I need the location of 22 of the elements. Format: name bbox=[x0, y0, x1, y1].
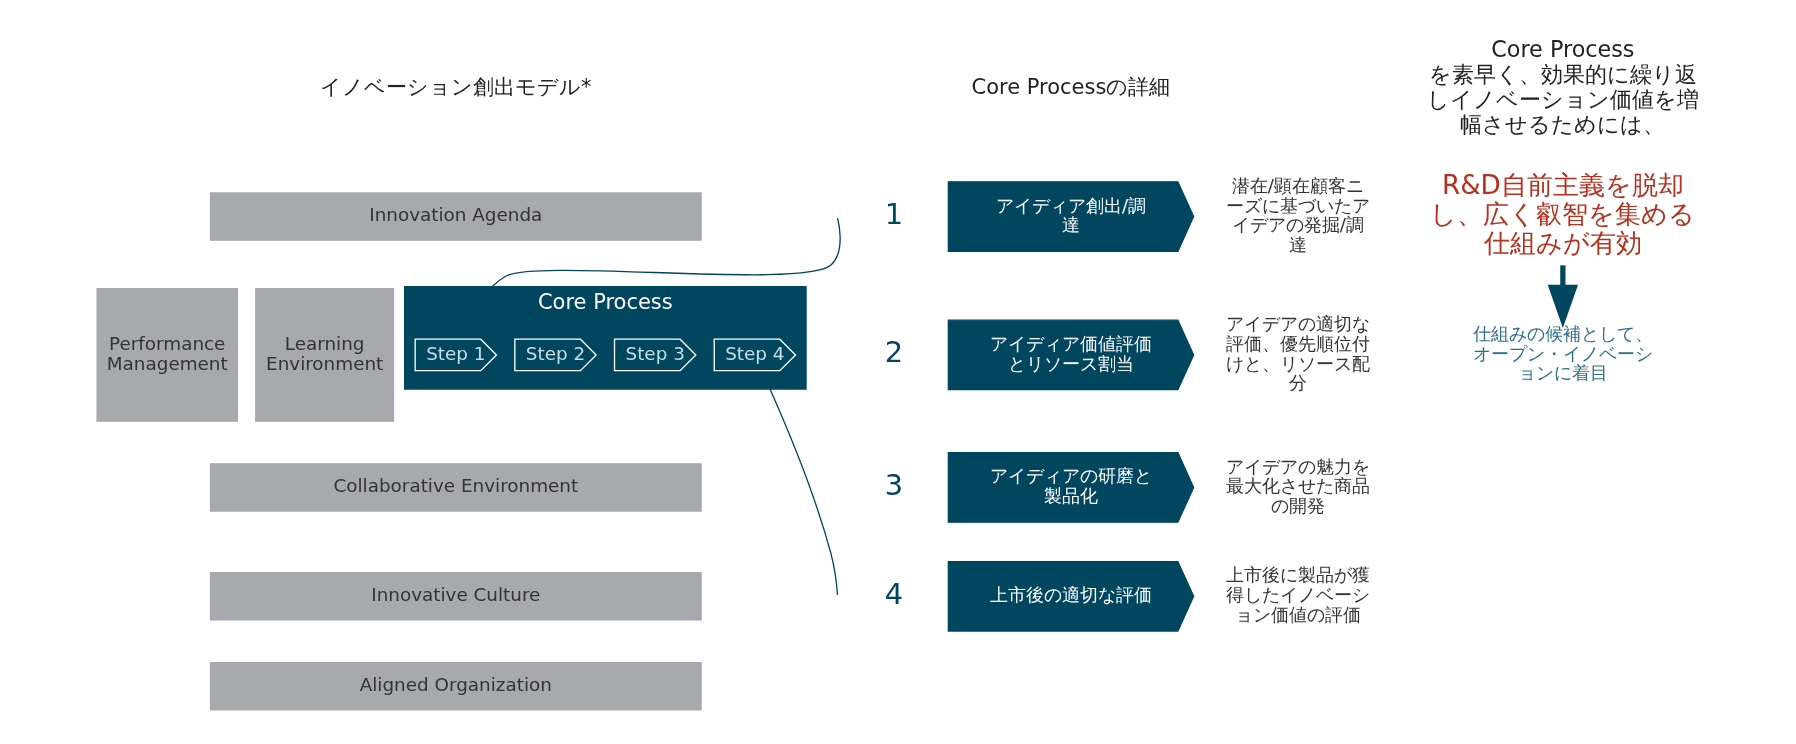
node-label: 3 bbox=[884, 467, 903, 502]
connector bbox=[768, 388, 838, 596]
arrow bbox=[1547, 265, 1578, 328]
label: Core Processを素早く、効果的に繰り返しイノベーション価値を増幅させるためには、 bbox=[1426, 36, 1699, 138]
node-label: アイデアの魅力を最大化させた商品の開発 bbox=[1225, 455, 1370, 516]
node-label: 上市後に製品が獲得したイノベーション価値の評価 bbox=[1225, 564, 1370, 625]
node-box: Performance Management bbox=[95, 288, 238, 422]
node-box: Learning Environment bbox=[254, 288, 394, 422]
node-box: Collaborative Environment bbox=[209, 463, 702, 512]
node-label: 潜在/顕在顧客ニーズに基づいたアイデアの発掘/調達 bbox=[1225, 174, 1370, 255]
node-box: Innovative Culture bbox=[209, 572, 702, 621]
node-box: Innovation Agenda bbox=[209, 192, 702, 241]
node-label: 4 bbox=[884, 576, 903, 611]
connector bbox=[490, 217, 841, 288]
node-label: アイデアの適切な評価、優先順位付けと、リソース配分 bbox=[1225, 313, 1370, 394]
label: Core Processの詳細 bbox=[971, 75, 1170, 100]
node-label: 1 bbox=[884, 196, 903, 231]
node-box: Aligned Organization bbox=[209, 661, 702, 711]
node-text: 仕組みの候補として、オープン・イノベーションに着目 bbox=[1472, 323, 1653, 384]
node-label: 2 bbox=[884, 335, 903, 370]
label: イノベーション創出モデル* bbox=[319, 75, 592, 100]
node-text: R&D自前主義を脱却し、広く叡智を集める仕組みが有効 bbox=[1429, 170, 1695, 258]
